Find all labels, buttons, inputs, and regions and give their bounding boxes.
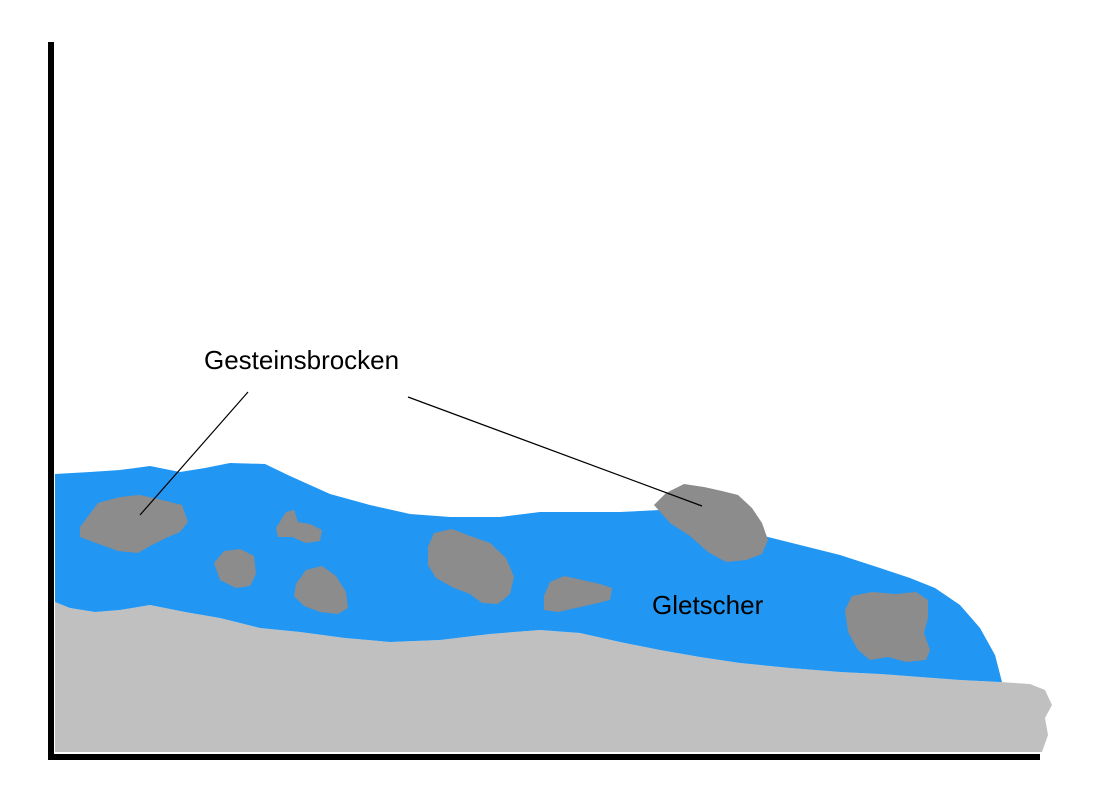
glacier-label: Gletscher <box>652 590 764 620</box>
leader-line-rock-right <box>408 397 702 506</box>
rocks-label: Gesteinsbrocken <box>204 345 399 375</box>
